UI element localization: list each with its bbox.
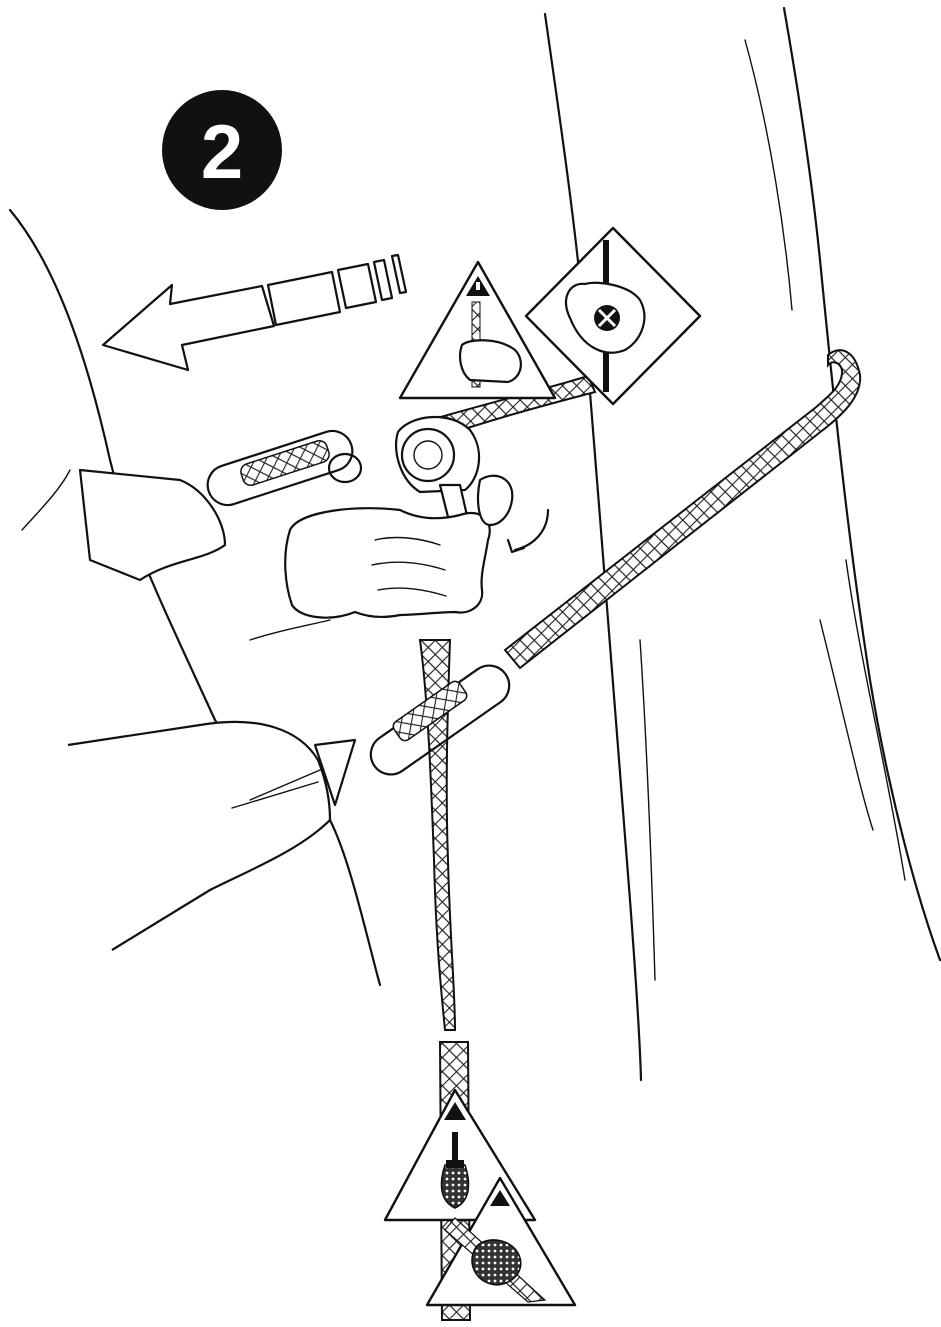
step-badge: 2 bbox=[162, 90, 282, 210]
motion-arrow-left bbox=[103, 255, 406, 370]
lower-carabiner bbox=[315, 658, 517, 805]
tree-trunk bbox=[545, 8, 940, 1080]
warning-hold-rope-icon bbox=[400, 262, 555, 398]
step-number: 2 bbox=[201, 110, 243, 195]
gloved-hand bbox=[285, 476, 512, 618]
upper-carabiner bbox=[202, 426, 361, 510]
hand-forbidden-icon bbox=[526, 228, 700, 404]
rotation-arrow-icon bbox=[508, 510, 548, 552]
